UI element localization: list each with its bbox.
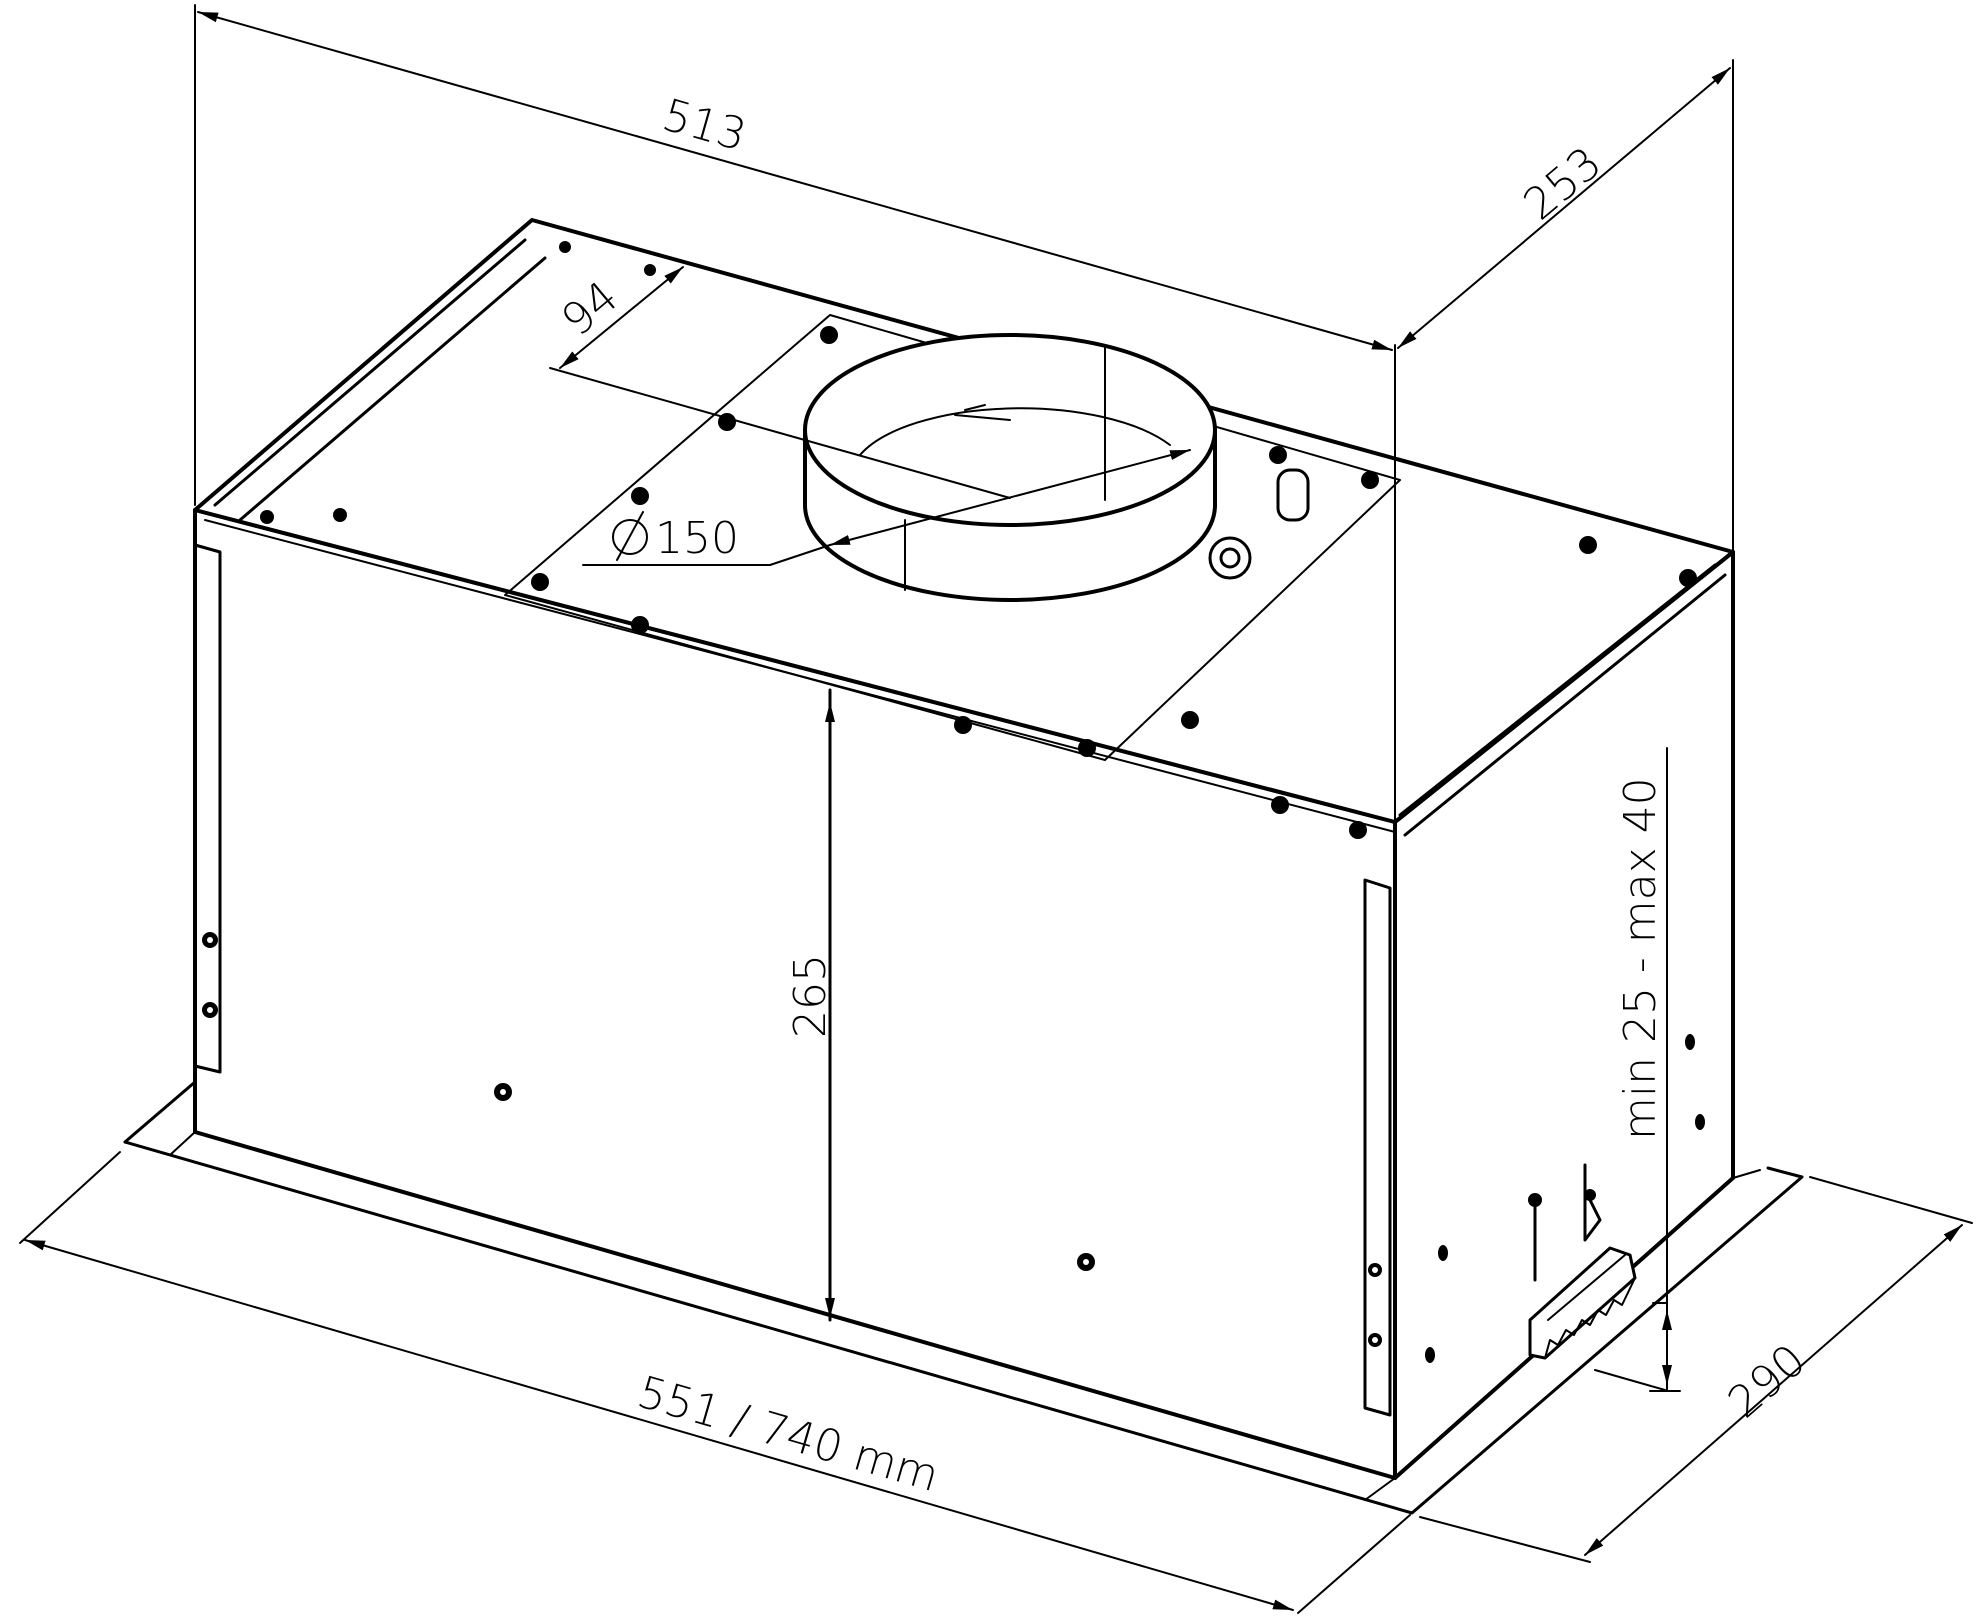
dimension-265: 265 [785, 701, 836, 1319]
label-width: 551 / 740 mm [632, 1367, 944, 1503]
dimension-diameter-150: 150 [582, 449, 1191, 566]
label-513: 513 [657, 90, 752, 162]
label-150: 150 [655, 513, 739, 564]
label-265: 265 [785, 954, 836, 1038]
exhaust-duct [803, 333, 1217, 602]
motor-plate [504, 314, 1401, 761]
diameter-icon [612, 511, 648, 561]
label-mount-range: min 25 - max 40 [1615, 777, 1666, 1140]
label-253: 253 [1514, 137, 1611, 230]
label-290: 290 [1719, 1335, 1816, 1429]
